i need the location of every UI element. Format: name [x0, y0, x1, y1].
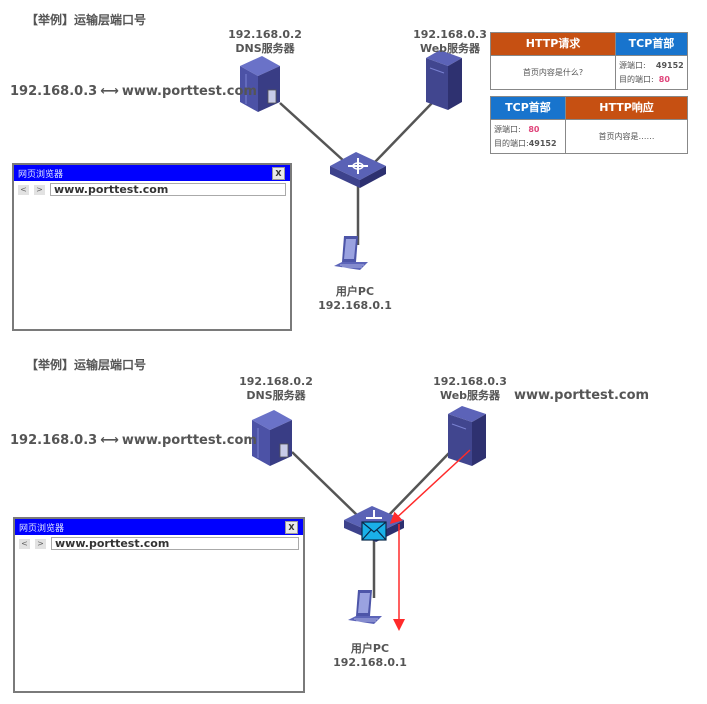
close-button[interactable]: X [285, 521, 298, 534]
tcp-header-label: TCP首部 [491, 97, 565, 119]
dns-server-icon [252, 410, 292, 466]
link-dns-switch [291, 451, 359, 517]
dns-mapping: 192.168.0.3⟷www.porttest.com [10, 433, 257, 448]
panel2-links [291, 449, 453, 598]
dst-port-row: 目的端口:49152 [494, 138, 562, 149]
browser-nav-row: < > www.porttest.com [15, 535, 303, 553]
back-button[interactable]: < [18, 185, 29, 195]
web-server-icon [426, 50, 462, 110]
src-port-row: 源端口: 80 [494, 124, 562, 135]
web-server-label: 192.168.0.3 Web服务器 [410, 28, 490, 56]
browser-title: 网页浏览器 [18, 170, 64, 180]
tcp-ports: 源端口: 80 目的端口:49152 [491, 119, 565, 153]
address-bar[interactable]: www.porttest.com [50, 183, 286, 196]
address-bar[interactable]: www.porttest.com [51, 537, 299, 550]
http-response-packet: TCP首部 源端口: 80 目的端口:49152 HTTP响应 首页内容是…… [490, 96, 688, 154]
src-port-value: 80 [528, 125, 540, 135]
dns-server-name: DNS服务器 [235, 42, 295, 55]
browser-titlebar: 网页浏览器 X [15, 519, 303, 535]
src-port-row: 源端口: 49152 [619, 60, 684, 71]
user-pc-label: 用户PC 192.168.0.1 [315, 285, 395, 313]
browser-window: 网页浏览器 X < > www.porttest.com [13, 517, 305, 693]
browser-title: 网页浏览器 [19, 524, 65, 534]
envelope-icon [361, 521, 387, 541]
mapping-ip: 192.168.0.3 [10, 84, 98, 99]
user-pc-label: 用户PC 192.168.0.1 [330, 642, 410, 670]
dns-server-ip: 192.168.0.2 [239, 375, 313, 388]
http-response-body: 首页内容是…… [566, 119, 687, 153]
user-pc-ip: 192.168.0.1 [333, 656, 407, 669]
link-web-switch [374, 102, 433, 163]
close-button[interactable]: X [272, 167, 285, 180]
http-request-packet: HTTP请求 首页内容是什么? TCP首部 源端口: 49152 目的端口: 8… [490, 32, 688, 90]
mapping-domain: www.porttest.com [121, 84, 257, 99]
tcp-header-label: TCP首部 [616, 33, 687, 55]
web-server-label: 192.168.0.3 Web服务器 [430, 375, 510, 403]
web-server-ip: 192.168.0.3 [433, 375, 507, 388]
web-server-name: Web服务器 [439, 389, 501, 402]
browser-titlebar: 网页浏览器 X [14, 165, 290, 181]
panel1-links [279, 102, 433, 245]
tcp-ports: 源端口: 49152 目的端口: 80 [616, 55, 687, 89]
packet-path-server-to-switch [389, 449, 471, 525]
dns-server-label: 192.168.0.2 DNS服务器 [236, 375, 316, 403]
http-request-body: 首页内容是什么? [491, 55, 615, 89]
dst-port-value: 80 [658, 74, 670, 84]
link-dns-switch [279, 102, 346, 163]
dst-port-label: 目的端口: [619, 74, 654, 84]
dns-server-name: DNS服务器 [246, 389, 306, 402]
browser-window: 网页浏览器 X < > www.porttest.com [12, 163, 292, 331]
src-port-label: 源端口: [619, 61, 646, 71]
dst-port-row: 目的端口: 80 [619, 74, 684, 85]
user-pc-ip: 192.168.0.1 [318, 299, 392, 312]
panel1-title: 【举例】运输层端口号 [26, 13, 147, 27]
link-web-switch [387, 449, 453, 517]
src-port-value: 49152 [655, 61, 684, 71]
forward-button[interactable]: > [34, 185, 45, 195]
double-arrow-icon: ⟷ [100, 433, 119, 448]
laptop-icon [348, 590, 382, 624]
forward-button[interactable]: > [35, 539, 46, 549]
user-pc-name: 用户PC [350, 642, 390, 655]
web-server-ip: 192.168.0.3 [413, 28, 487, 41]
double-arrow-icon: ⟷ [100, 84, 119, 99]
http-request-header: HTTP请求 [491, 33, 615, 55]
dns-server-label: 192.168.0.2 DNS服务器 [225, 28, 305, 56]
switch-icon [330, 152, 386, 188]
http-response-header: HTTP响应 [566, 97, 687, 119]
mapping-domain: www.porttest.com [121, 433, 257, 448]
src-port-label: 源端口: [494, 125, 521, 135]
mapping-ip: 192.168.0.3 [10, 433, 98, 448]
laptop-icon [334, 236, 368, 270]
web-server-name: Web服务器 [419, 42, 481, 55]
dst-port-value: 49152 [528, 138, 557, 148]
browser-nav-row: < > www.porttest.com [14, 181, 290, 199]
dns-mapping: 192.168.0.3⟷www.porttest.com [10, 84, 257, 99]
panel2-title: 【举例】运输层端口号 [26, 358, 147, 372]
dns-server-ip: 192.168.0.2 [228, 28, 302, 41]
dst-port-label: 目的端口: [494, 138, 529, 148]
dns-server-icon [240, 56, 280, 112]
web-server-domain: www.porttest.com [514, 388, 650, 403]
user-pc-name: 用户PC [335, 285, 375, 298]
back-button[interactable]: < [19, 539, 30, 549]
web-server-icon [448, 406, 486, 466]
